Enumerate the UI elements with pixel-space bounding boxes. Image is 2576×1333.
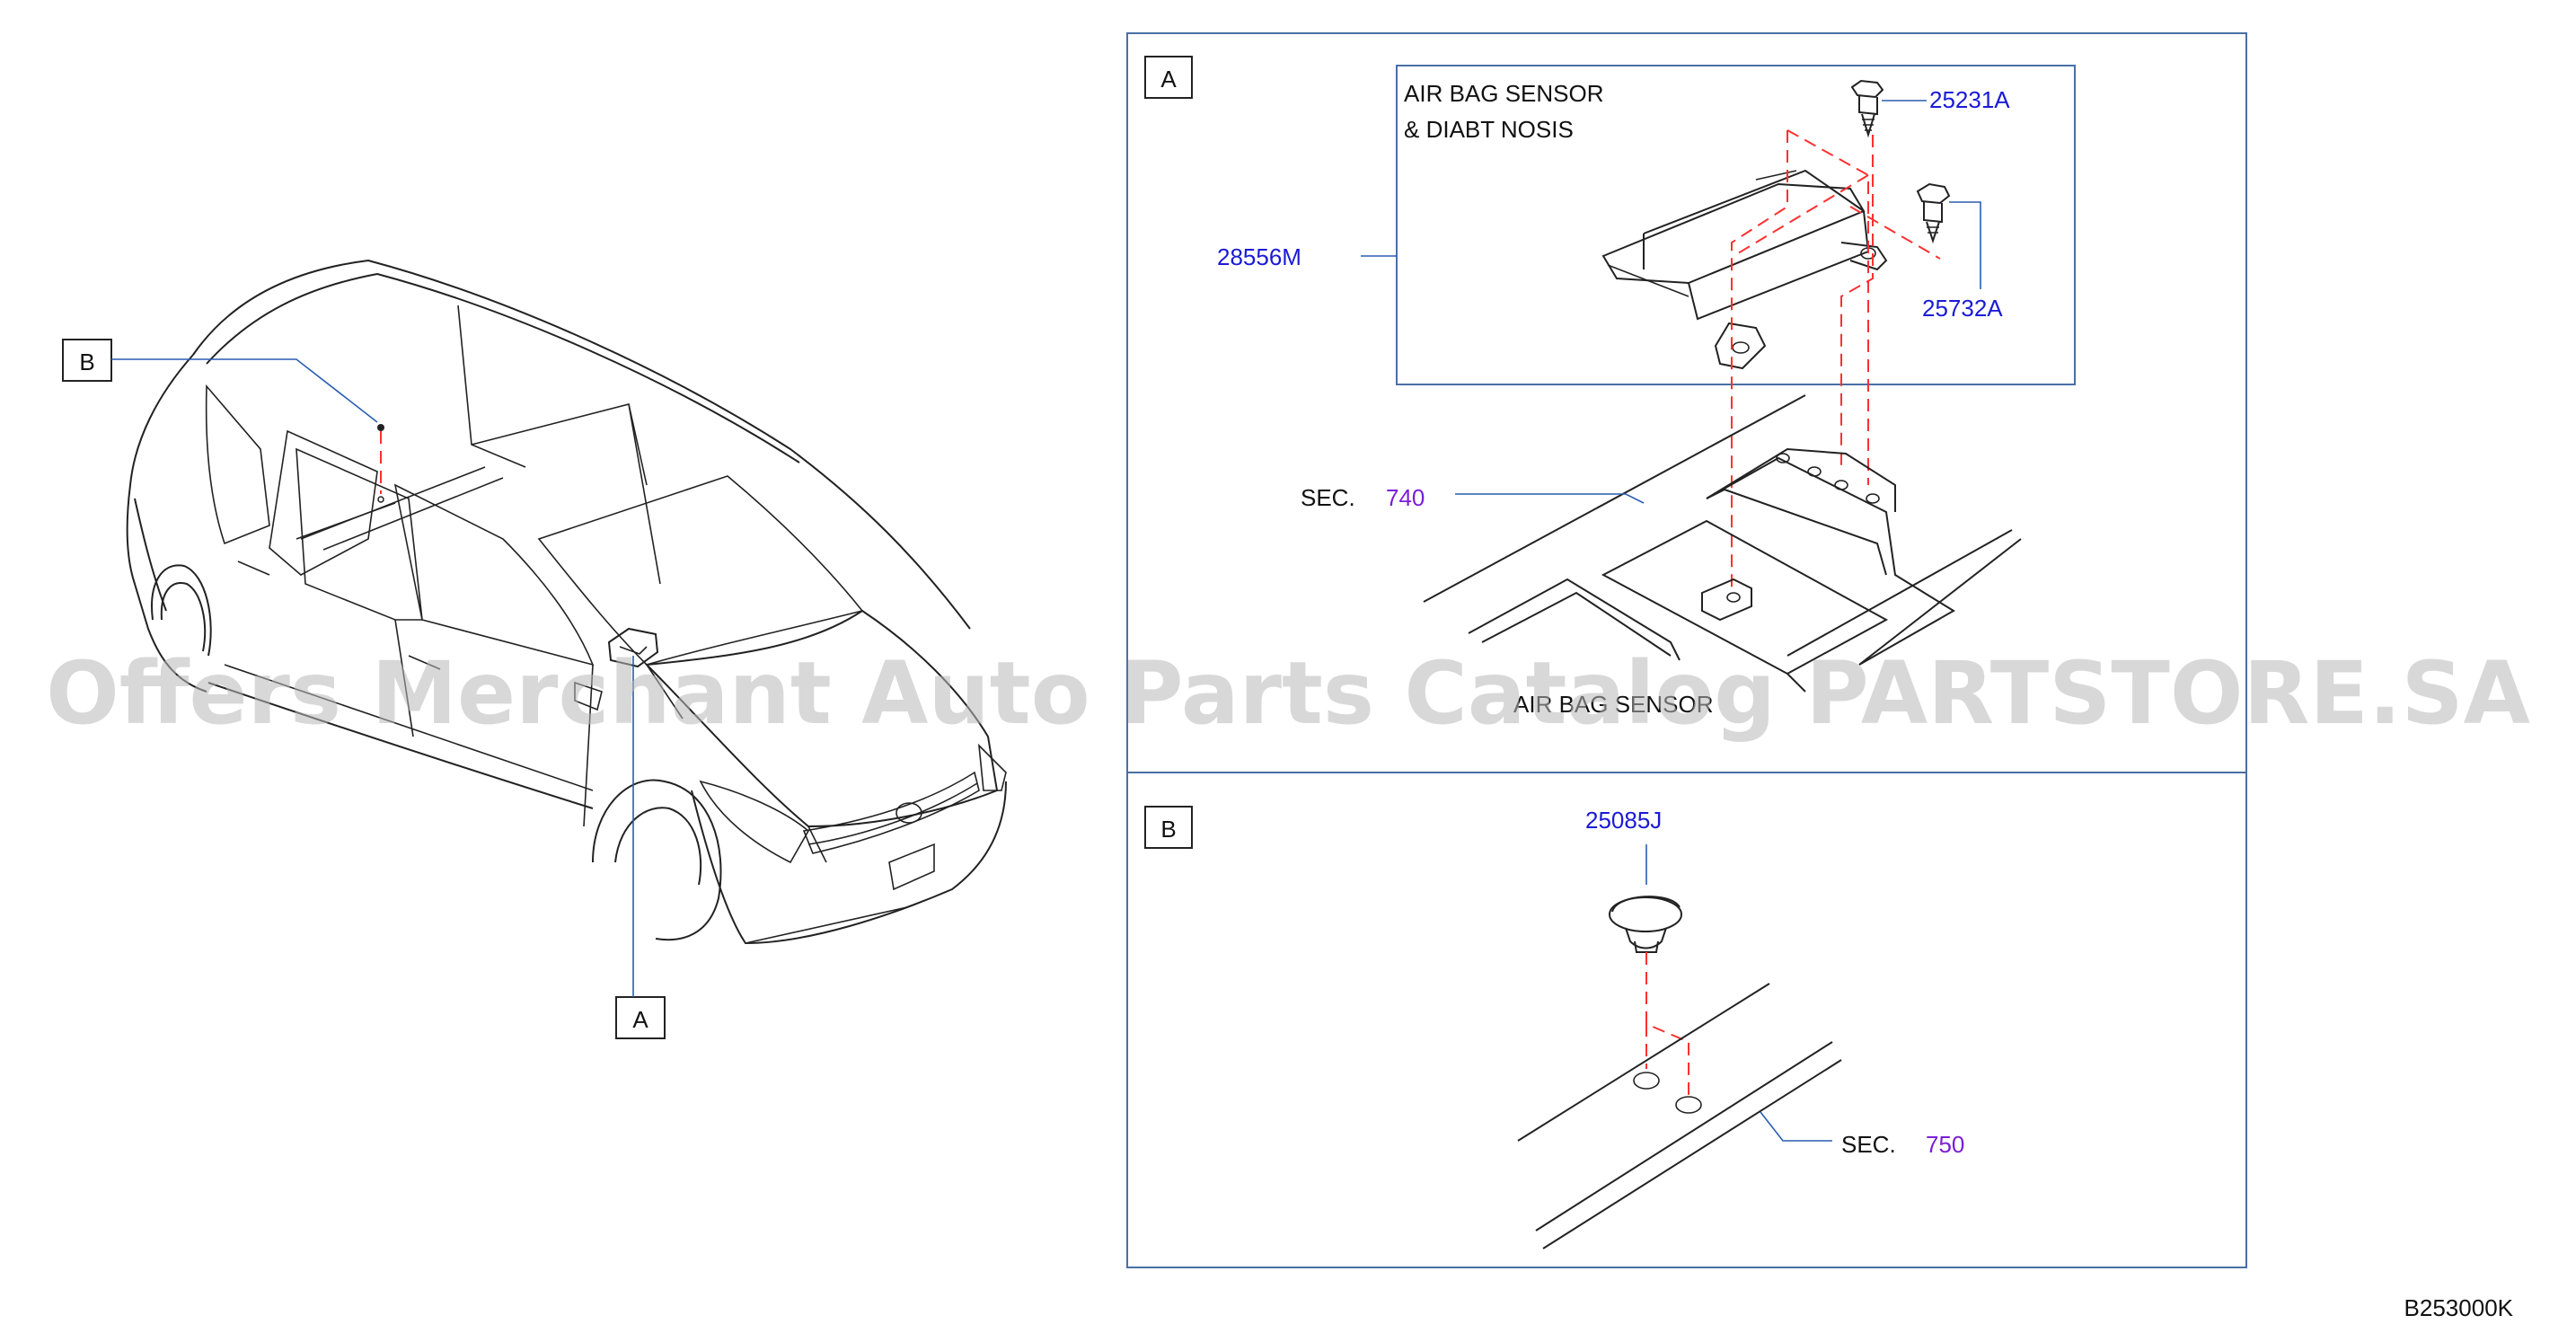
callout-b-label: B — [79, 349, 94, 375]
clip-25085j-icon — [1609, 896, 1682, 953]
part-25732a-label[interactable]: 25732A — [1922, 295, 2003, 322]
bolt-25732a-icon — [1916, 182, 1951, 244]
diagram-code: B253000K — [2404, 1294, 2514, 1321]
air-bag-sensor-unit — [1601, 169, 1888, 370]
sec-750-link[interactable]: 750 — [1926, 1131, 1964, 1158]
sec-750-prefix: SEC. — [1841, 1131, 1896, 1158]
roof-rail — [1517, 983, 1842, 1249]
bolt-25231a-icon — [1850, 79, 1884, 138]
callout-b[interactable]: B — [62, 339, 378, 423]
vehicle-illustration — [126, 259, 1007, 945]
panel-b: B 25085J SEC. 750 — [1144, 806, 1964, 1249]
sensor-title-line1: AIR BAG SENSOR — [1404, 80, 1604, 107]
part-25231a-label[interactable]: 25231A — [1929, 86, 2010, 113]
callout-a[interactable]: A — [615, 656, 666, 1039]
panel-a-label: A — [1160, 66, 1177, 93]
part-28556m-label[interactable]: 28556M — [1217, 243, 1301, 270]
floor-panel — [1423, 394, 2022, 693]
detail-frame — [1126, 32, 2247, 1268]
sec-740-prefix: SEC. — [1301, 484, 1355, 511]
panel-b-label: B — [1160, 816, 1176, 843]
panel-a-caption: AIR BAG SENSOR — [1513, 691, 1714, 718]
part-25085j-label[interactable]: 25085J — [1585, 807, 1662, 834]
sensor-title-line2: & DIABT NOSIS — [1404, 116, 1574, 143]
panel-a: A AIR BAG SENSOR & DIABT NOSIS — [1144, 56, 2076, 718]
sensor-inset-box — [1396, 65, 2076, 385]
callout-a-label: A — [632, 1006, 648, 1033]
sec-740-link[interactable]: 740 — [1386, 484, 1425, 511]
watermark: Offers Merchant Auto Parts Catalog PARTS… — [46, 643, 2530, 744]
